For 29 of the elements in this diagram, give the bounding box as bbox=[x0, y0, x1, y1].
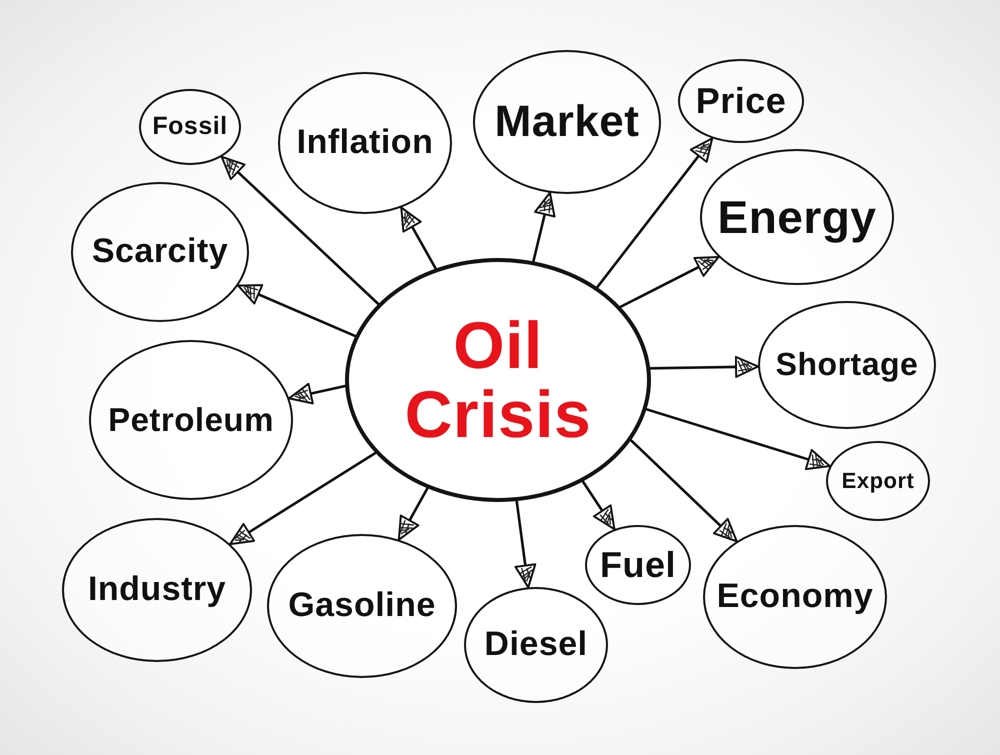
arrow bbox=[400, 206, 437, 270]
topic-label: Export bbox=[842, 468, 914, 494]
arrow bbox=[532, 192, 556, 263]
arrow bbox=[596, 137, 714, 288]
arrow bbox=[619, 256, 720, 308]
arrow bbox=[649, 356, 760, 378]
topic-label: Price bbox=[696, 81, 786, 121]
arrow bbox=[398, 486, 429, 541]
topic-label: Inflation bbox=[296, 124, 434, 162]
topic-label: Shortage bbox=[776, 347, 918, 383]
topic-label: Energy bbox=[718, 192, 876, 242]
arrow bbox=[514, 500, 536, 589]
topic-label: Fuel bbox=[600, 545, 676, 585]
topic-label: Industry bbox=[88, 571, 226, 609]
topic-label: Scarcity bbox=[92, 233, 228, 271]
topic-label: Fossil bbox=[152, 113, 228, 141]
arrow bbox=[630, 438, 738, 543]
arrow bbox=[220, 155, 380, 306]
arrow bbox=[228, 452, 377, 546]
arrow bbox=[236, 284, 357, 338]
arrow bbox=[645, 408, 832, 470]
topic-label: Diesel bbox=[484, 626, 588, 664]
central-topic-label: Oil Crisis bbox=[404, 310, 592, 450]
topic-label: Market bbox=[494, 98, 640, 146]
topic-label: Petroleum bbox=[108, 402, 274, 438]
topic-label: Economy bbox=[716, 578, 874, 616]
topic-label: Gasoline bbox=[288, 587, 436, 625]
arrow bbox=[582, 480, 616, 530]
arrow bbox=[288, 382, 346, 404]
